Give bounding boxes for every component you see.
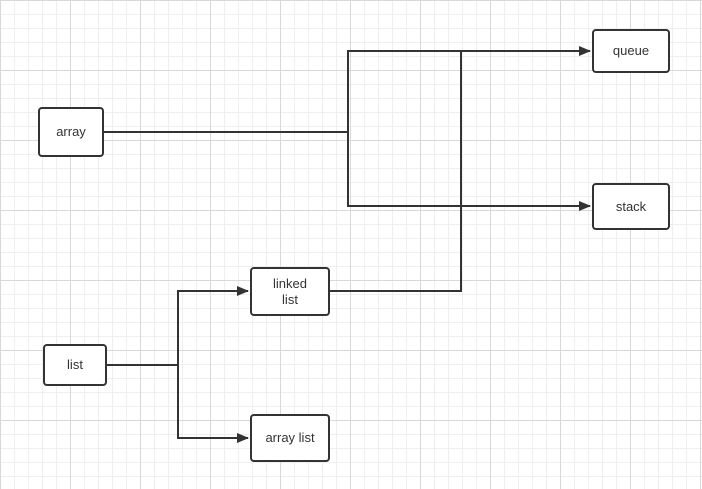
- node-stack[interactable]: stack: [592, 183, 670, 230]
- edge-array-to-queue: [104, 46, 591, 133]
- node-list[interactable]: list: [43, 344, 107, 386]
- node-array[interactable]: array: [38, 107, 104, 157]
- node-array-list[interactable]: array list: [250, 414, 330, 462]
- edge-linked-list-to-queue: [330, 51, 462, 292]
- edge-list-to-array-list: [177, 365, 249, 443]
- node-queue[interactable]: queue: [592, 29, 670, 73]
- edge-array-to-stack: [347, 132, 591, 211]
- edge-list-to-linked-list: [107, 286, 249, 366]
- node-linked-list[interactable]: linked list: [250, 267, 330, 316]
